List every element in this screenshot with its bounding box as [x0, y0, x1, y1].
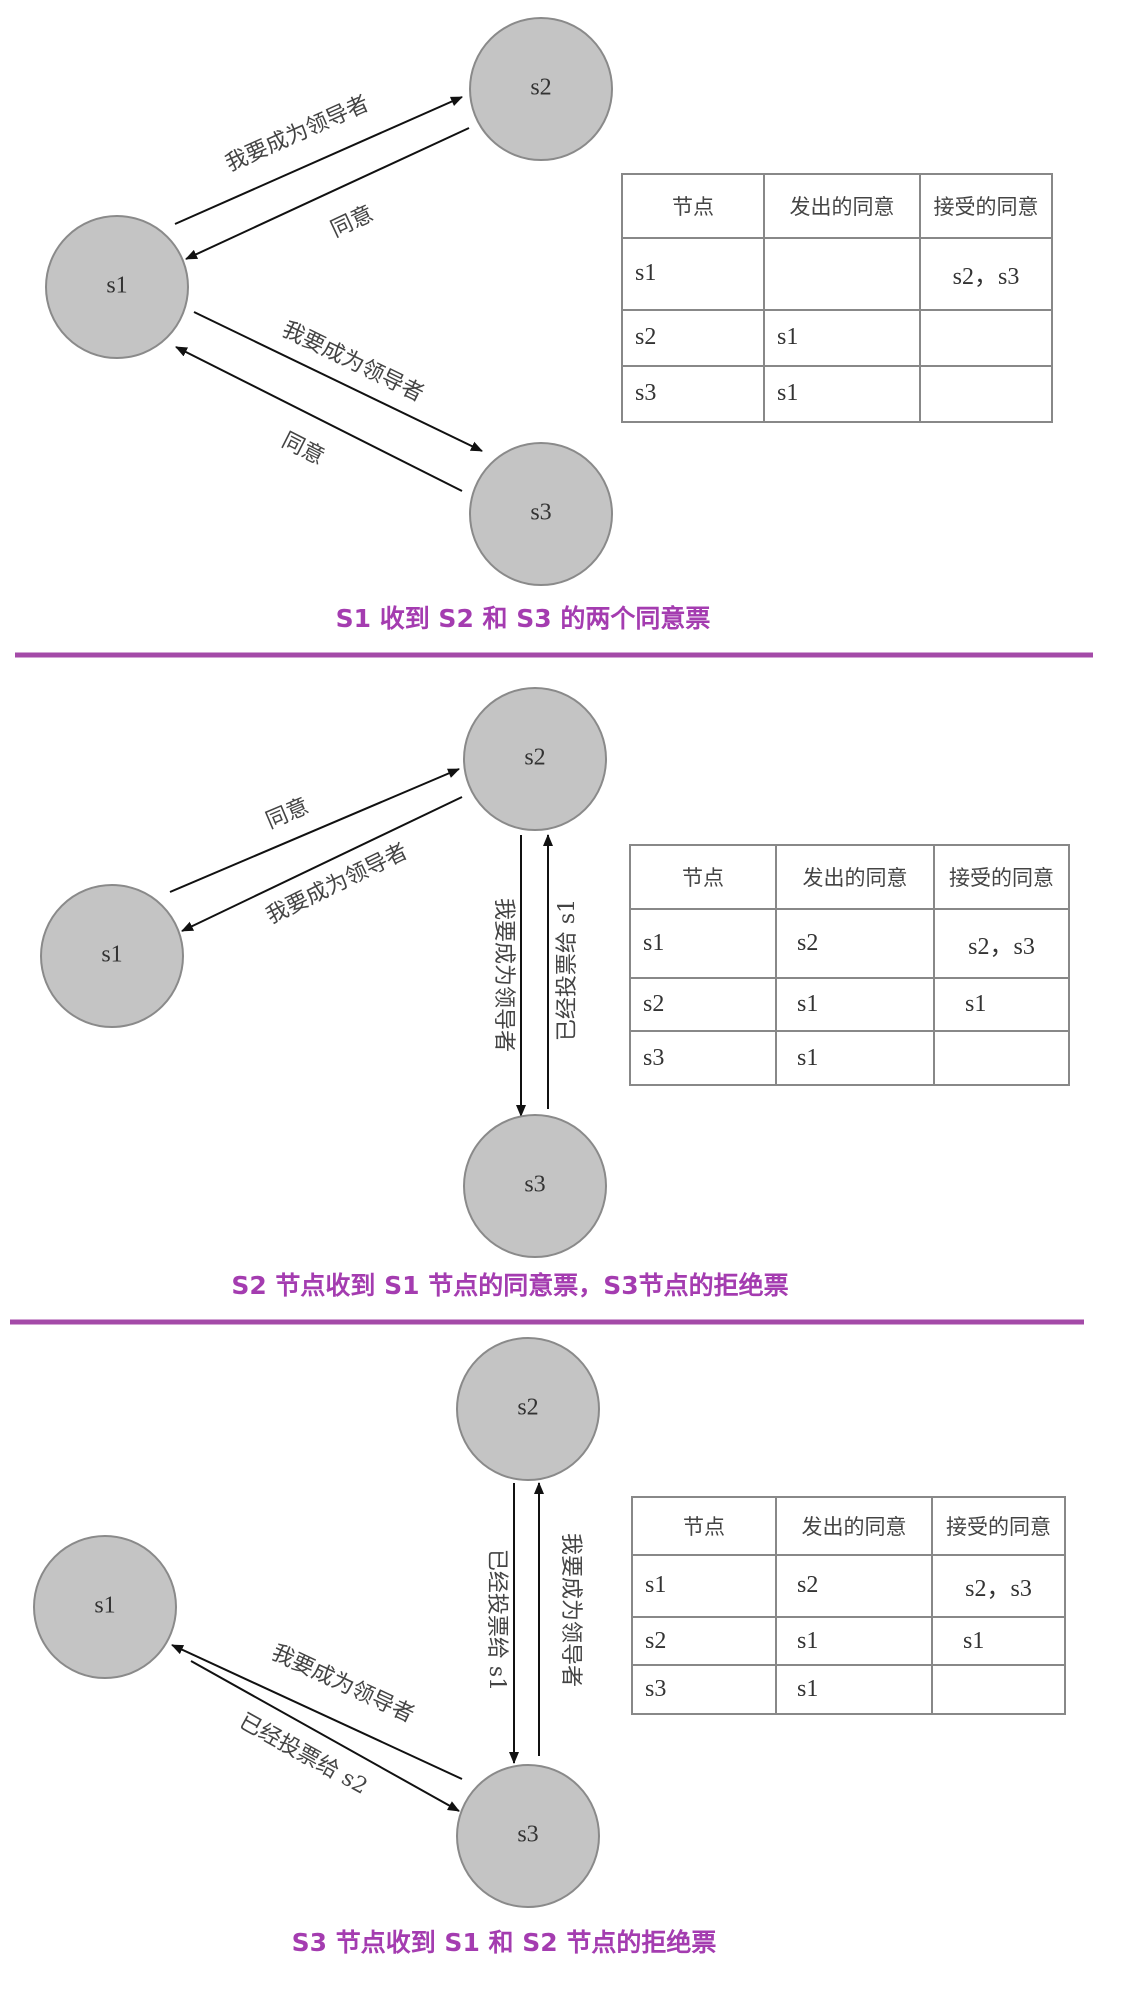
node-label: s1 — [94, 1593, 115, 1619]
table-row: s1 s2，s3 — [621, 237, 1053, 311]
cell — [919, 364, 1053, 424]
header-received: 接受的同意 — [933, 844, 1070, 910]
edge-label-request: 我要成为领导者 — [491, 898, 516, 1052]
cell: s2，s3 — [933, 908, 1070, 979]
arrow-s3-to-s1-agree — [175, 346, 463, 492]
arrow-s1-to-s2-agree — [169, 768, 460, 893]
edge-label-agree: 同意 — [278, 428, 329, 470]
cell: s1 — [775, 1615, 933, 1667]
cell: s1 — [933, 976, 1070, 1033]
cell — [933, 1030, 1070, 1086]
cell — [763, 237, 921, 311]
node-s2 — [456, 1337, 600, 1481]
node-label: s3 — [530, 500, 551, 526]
panel-caption: S2 节点收到 S1 节点的同意票，S3节点的拒绝票 — [231, 1271, 788, 1300]
edge-label-request: 我要成为领导者 — [268, 1640, 418, 1728]
cell: s1 — [931, 1615, 1066, 1667]
node-s2 — [469, 17, 613, 161]
node-label: s2 — [524, 745, 545, 771]
node-s1 — [33, 1535, 177, 1679]
cell: s1 — [621, 237, 765, 311]
edge-label-request: 我要成为领导者 — [278, 317, 427, 407]
arrow-s1-to-s3-request — [193, 311, 483, 452]
cell: s1 — [775, 976, 935, 1033]
node-label: s2 — [530, 75, 551, 101]
node-s3 — [463, 1114, 607, 1258]
node-s1 — [40, 884, 184, 1028]
cell: s2，s3 — [931, 1554, 1066, 1618]
edge-label-request: 我要成为领导者 — [262, 839, 411, 929]
cell: s1 — [763, 308, 921, 367]
cell: s2，s3 — [919, 237, 1053, 311]
cell: s2 — [629, 976, 777, 1033]
panel-3: 已经投票给 s1 我要成为领导者 我要成为领导者 已经投票给 s2 s2 s1 … — [33, 1337, 717, 1957]
arrow-s2-to-s1-agree — [185, 127, 470, 260]
arrow-s1-to-s2-request — [174, 96, 463, 225]
cell — [931, 1664, 1066, 1715]
arrow-s1-to-s3-reject — [190, 1660, 460, 1812]
edge-label-agree: 同意 — [327, 201, 377, 242]
node-label: s1 — [106, 273, 127, 299]
cell: s2 — [775, 1554, 933, 1618]
header-sent: 发出的同意 — [775, 844, 935, 910]
edge-label-request: 我要成为领导者 — [222, 91, 373, 176]
header-received: 接受的同意 — [919, 173, 1053, 239]
cell: s3 — [621, 364, 765, 424]
node-label: s3 — [524, 1172, 545, 1198]
arrow-s2-to-s1-request — [181, 796, 463, 932]
header-received: 接受的同意 — [931, 1496, 1066, 1556]
cell: s1 — [631, 1554, 777, 1618]
node-s3 — [469, 442, 613, 586]
edge-label-voted: 已经投票给 s2 — [235, 1709, 372, 1800]
header-node: 节点 — [629, 844, 777, 910]
panel-caption: S3 节点收到 S1 和 S2 节点的拒绝票 — [292, 1928, 717, 1957]
cell: s2 — [631, 1615, 777, 1667]
cell: s2 — [621, 308, 765, 367]
node-label: s2 — [517, 1395, 538, 1421]
edge-label-request: 我要成为领导者 — [558, 1533, 583, 1687]
edge-label-voted: 已经投票给 s1 — [555, 899, 580, 1041]
arrow-s3-to-s1-request — [171, 1644, 463, 1780]
header-node: 节点 — [621, 173, 765, 239]
panel-caption: S1 收到 S2 和 S3 的两个同意票 — [336, 604, 711, 633]
cell: s3 — [629, 1030, 777, 1086]
header-sent: 发出的同意 — [763, 173, 921, 239]
node-s1 — [45, 215, 189, 359]
edge-label-voted: 已经投票给 s1 — [484, 1549, 509, 1691]
cell: s1 — [629, 908, 777, 979]
cell: s1 — [763, 364, 921, 424]
cell: s2 — [775, 908, 935, 979]
cell: s3 — [631, 1664, 777, 1715]
cell — [919, 308, 1053, 367]
header-node: 节点 — [631, 1496, 777, 1556]
node-label: s1 — [101, 942, 122, 968]
cell: s1 — [775, 1030, 935, 1086]
node-label: s3 — [517, 1822, 538, 1848]
header-sent: 发出的同意 — [775, 1496, 933, 1556]
node-s3 — [456, 1764, 600, 1908]
cell: s1 — [775, 1664, 933, 1715]
edge-label-agree: 同意 — [262, 794, 312, 834]
node-s2 — [463, 687, 607, 831]
